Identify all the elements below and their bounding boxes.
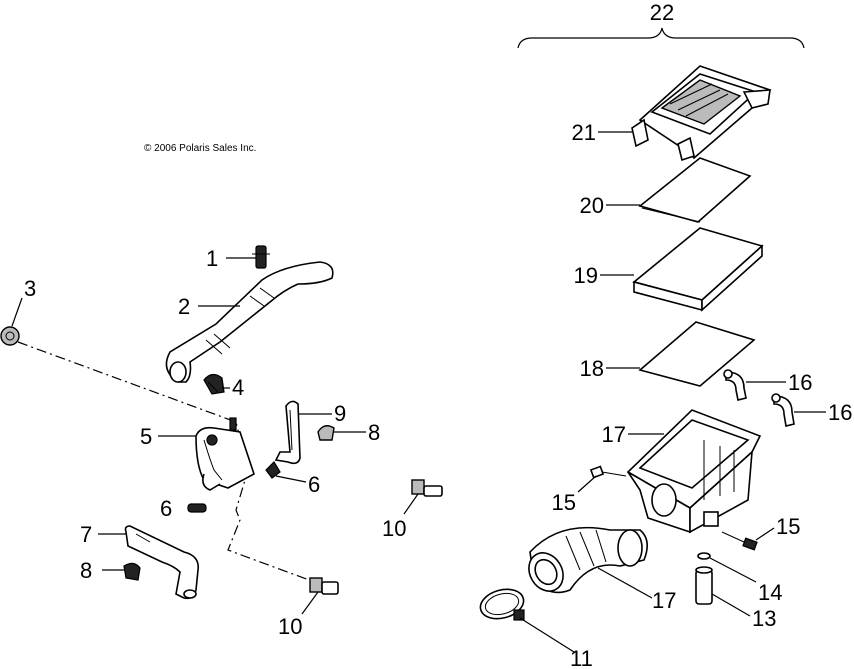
breather-clip-part[interactable] — [203, 373, 225, 395]
callout-5: 5 — [140, 424, 152, 449]
screw-part-left[interactable] — [589, 465, 627, 479]
mounting-bracket-part[interactable] — [274, 400, 301, 465]
airbox-cover-part[interactable] — [631, 65, 772, 162]
clip-part-lower[interactable] — [771, 393, 795, 427]
breather-hose-part[interactable] — [165, 261, 334, 383]
callout-16-lower: 16 — [828, 400, 852, 425]
callout-18: 18 — [580, 356, 604, 381]
air-filter-screen-part[interactable] — [638, 157, 752, 223]
bolt-part-lower[interactable] — [309, 577, 339, 595]
push-rivet-part-lower[interactable] — [187, 503, 207, 513]
callout-21: 21 — [572, 120, 596, 145]
grommet-part-upper[interactable] — [317, 425, 335, 441]
airbox-housing-part[interactable] — [626, 409, 762, 534]
callout-13: 13 — [752, 606, 776, 631]
hose-clamp-part[interactable] — [477, 585, 527, 623]
callout-11: 11 — [570, 646, 593, 669]
callout-14: 14 — [758, 580, 782, 605]
bolt-part-center[interactable] — [411, 479, 443, 497]
push-rivet-part-upper[interactable] — [265, 461, 281, 479]
pre-filter-part[interactable] — [638, 321, 756, 387]
assembly-bracket — [517, 27, 805, 49]
callout-10-center: 10 — [382, 516, 406, 541]
o-ring-part[interactable] — [697, 552, 711, 560]
callout-6-lower: 6 — [160, 496, 172, 521]
clip-part-upper[interactable] — [723, 369, 747, 401]
callout-7: 7 — [80, 522, 92, 547]
callout-20: 20 — [580, 193, 604, 218]
callout-16-upper: 16 — [788, 370, 812, 395]
routing-line — [17, 341, 321, 585]
callout-10-lower: 10 — [278, 614, 302, 639]
grommet-part-lower[interactable] — [123, 562, 141, 581]
callout-8-lower: 8 — [80, 558, 92, 583]
callout-8-upper: 8 — [368, 420, 380, 445]
intake-boot-part[interactable] — [522, 526, 648, 598]
screw-part-right[interactable] — [721, 531, 758, 551]
callout-9: 9 — [334, 401, 346, 426]
callout-19: 19 — [574, 263, 598, 288]
drain-plug-part[interactable] — [0, 326, 20, 346]
callout-17-upper: 17 — [602, 422, 626, 447]
callout-6-upper: 6 — [308, 472, 320, 497]
air-filter-element-part[interactable] — [632, 227, 764, 312]
copyright-text: © 2006 Polaris Sales Inc. — [144, 143, 256, 154]
callout-15-left: 15 — [552, 490, 576, 515]
callout-3: 3 — [24, 276, 36, 301]
callout-22: 22 — [650, 0, 674, 25]
drain-tube-part[interactable] — [695, 566, 713, 605]
callout-1: 1 — [206, 246, 218, 271]
breather-clamp-part[interactable] — [252, 245, 270, 269]
breather-tank-part[interactable] — [195, 417, 255, 491]
callout-2: 2 — [178, 294, 190, 319]
callout-4: 4 — [232, 375, 244, 400]
callout-17-lower: 17 — [652, 588, 676, 613]
drain-hose-part[interactable] — [124, 525, 200, 600]
callout-15-right: 15 — [776, 514, 800, 539]
